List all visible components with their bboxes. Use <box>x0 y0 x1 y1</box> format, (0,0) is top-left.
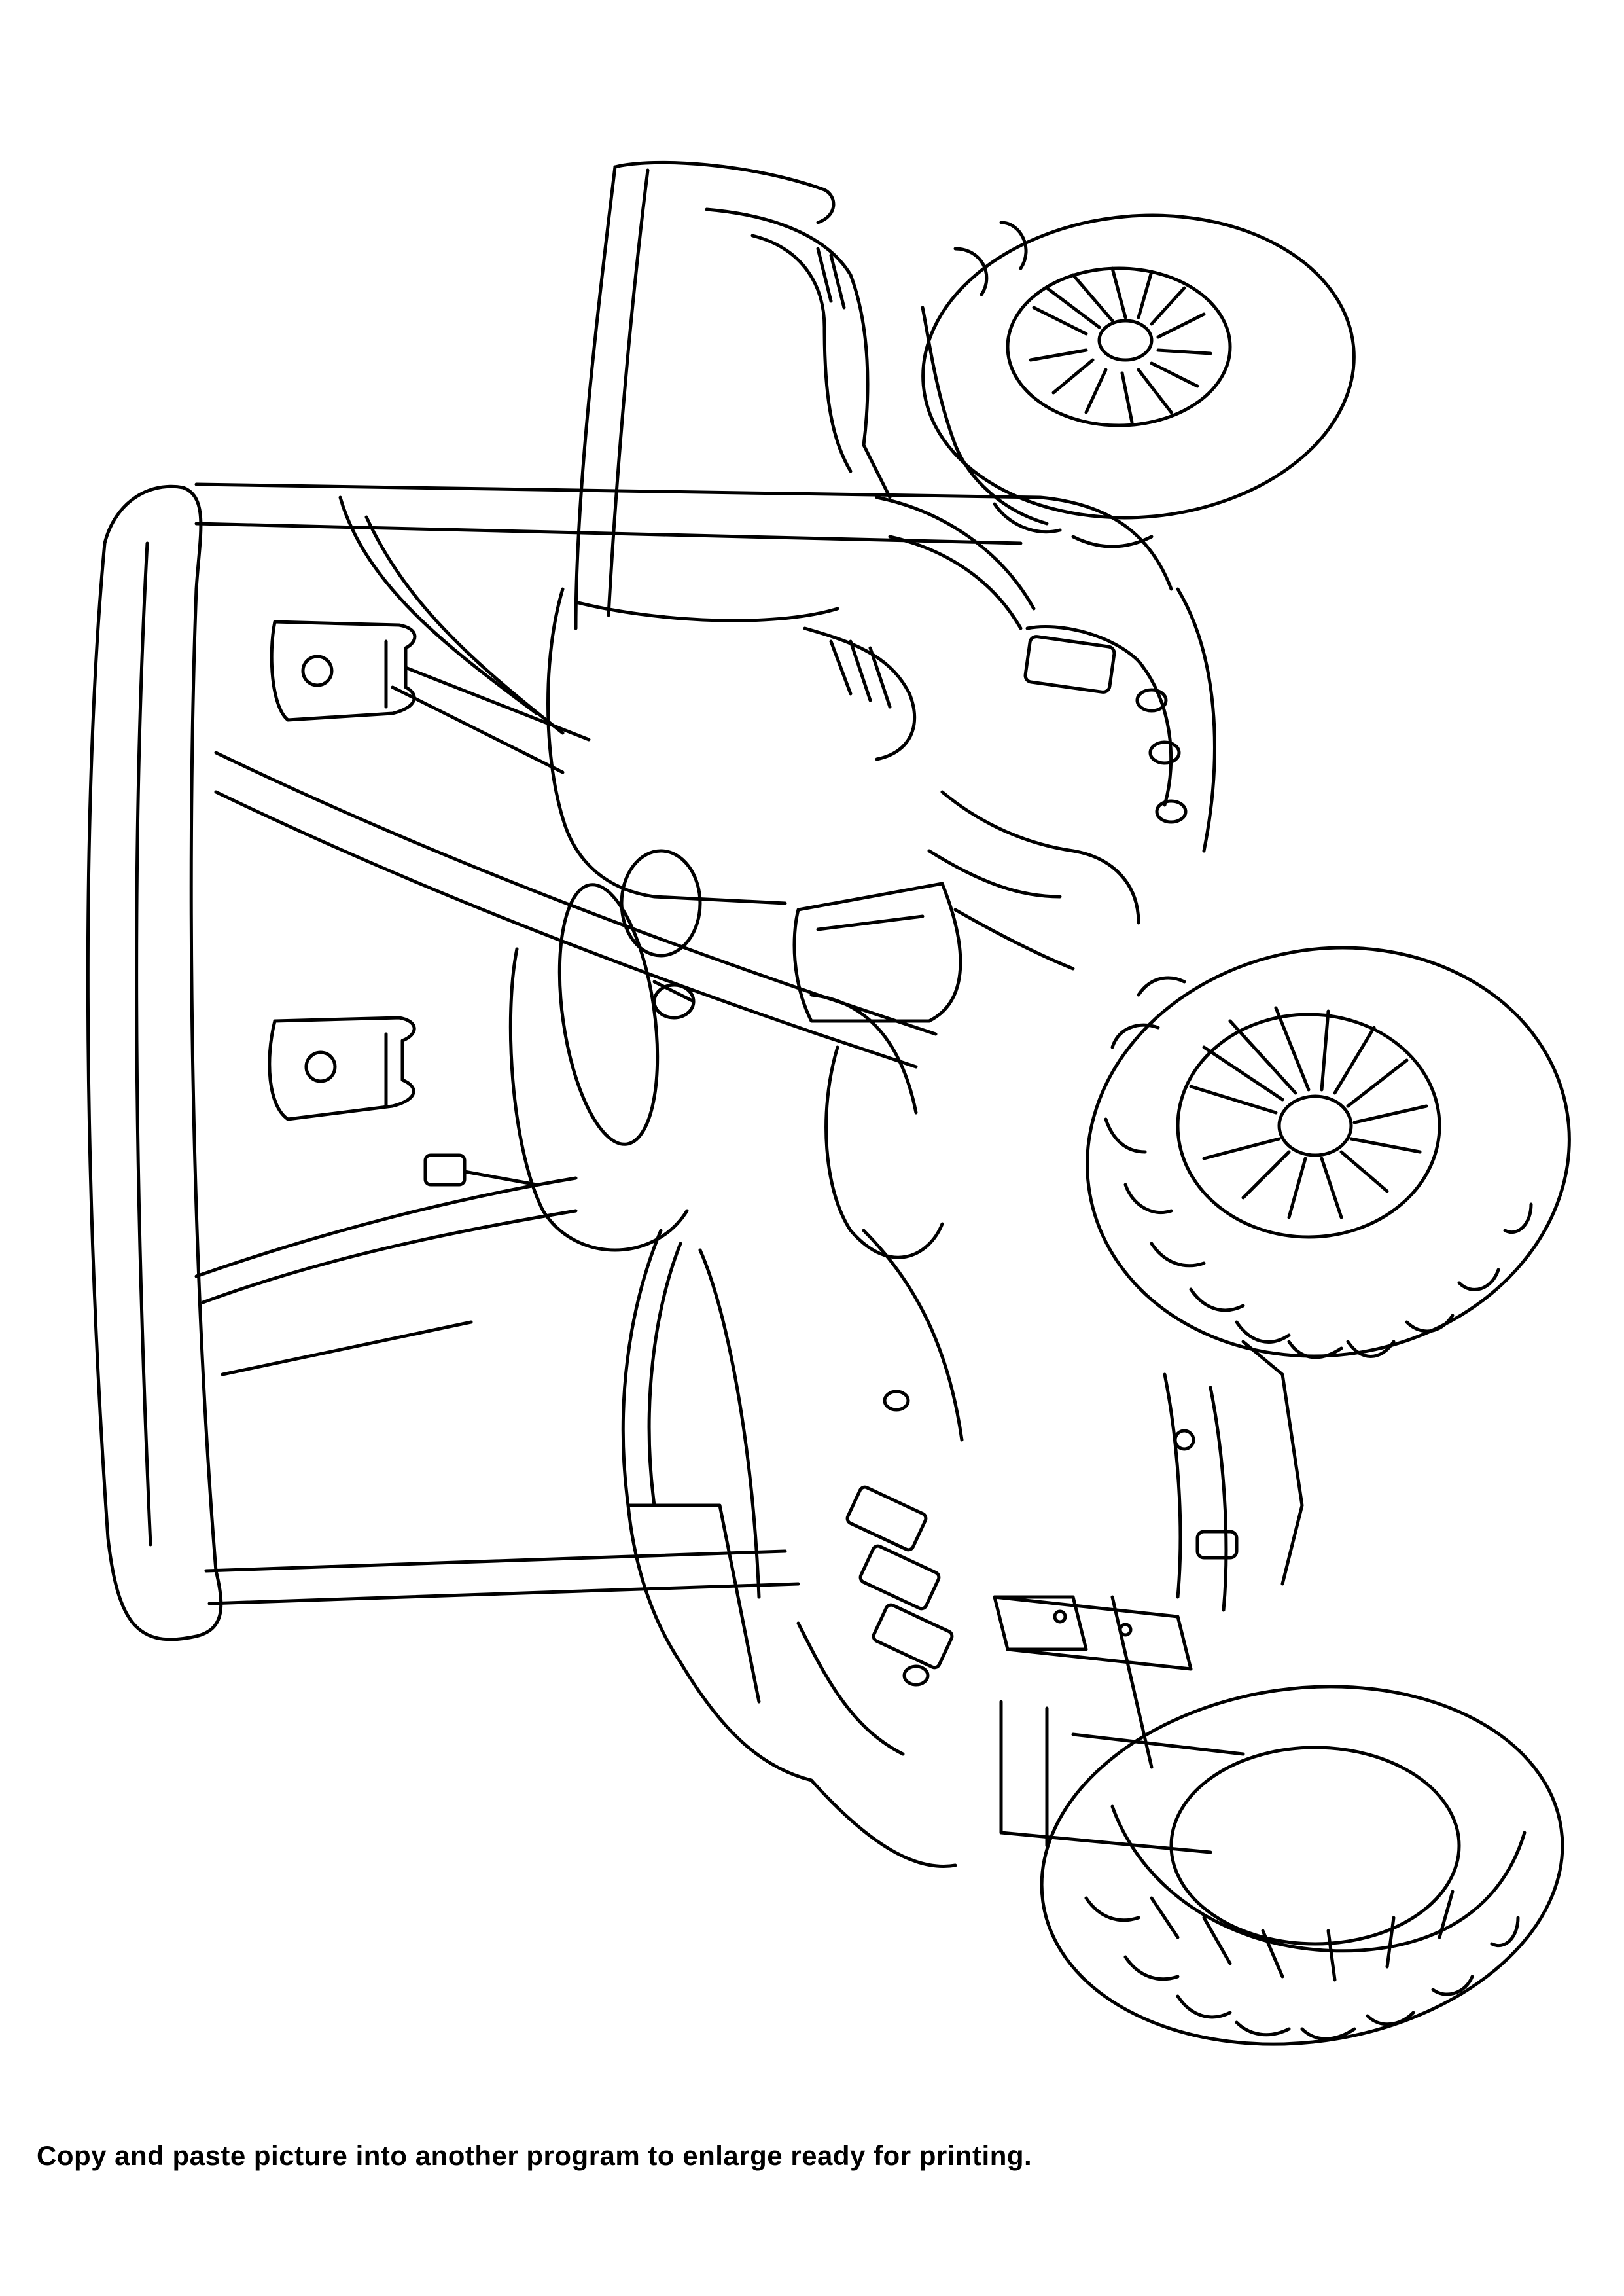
seats <box>546 587 962 1023</box>
roll-cage <box>194 482 1173 1605</box>
front-tire-bottom <box>1040 1685 1564 2046</box>
steering-wheel <box>508 849 702 1252</box>
front-tire-middle <box>1086 946 1571 1359</box>
front-grille <box>796 1390 1212 1868</box>
buggy-body <box>621 993 964 1782</box>
roof-canopy <box>86 484 223 1641</box>
harness-mount-upper <box>270 620 591 774</box>
rear-tire-top <box>921 213 1356 548</box>
rear-frame <box>574 160 892 630</box>
front-hood <box>875 495 1216 971</box>
harness-mount-lower <box>268 1016 538 1187</box>
print-instruction-caption: Copy and paste picture into another prog… <box>37 2140 1033 2171</box>
suspension <box>1071 1340 1304 1769</box>
